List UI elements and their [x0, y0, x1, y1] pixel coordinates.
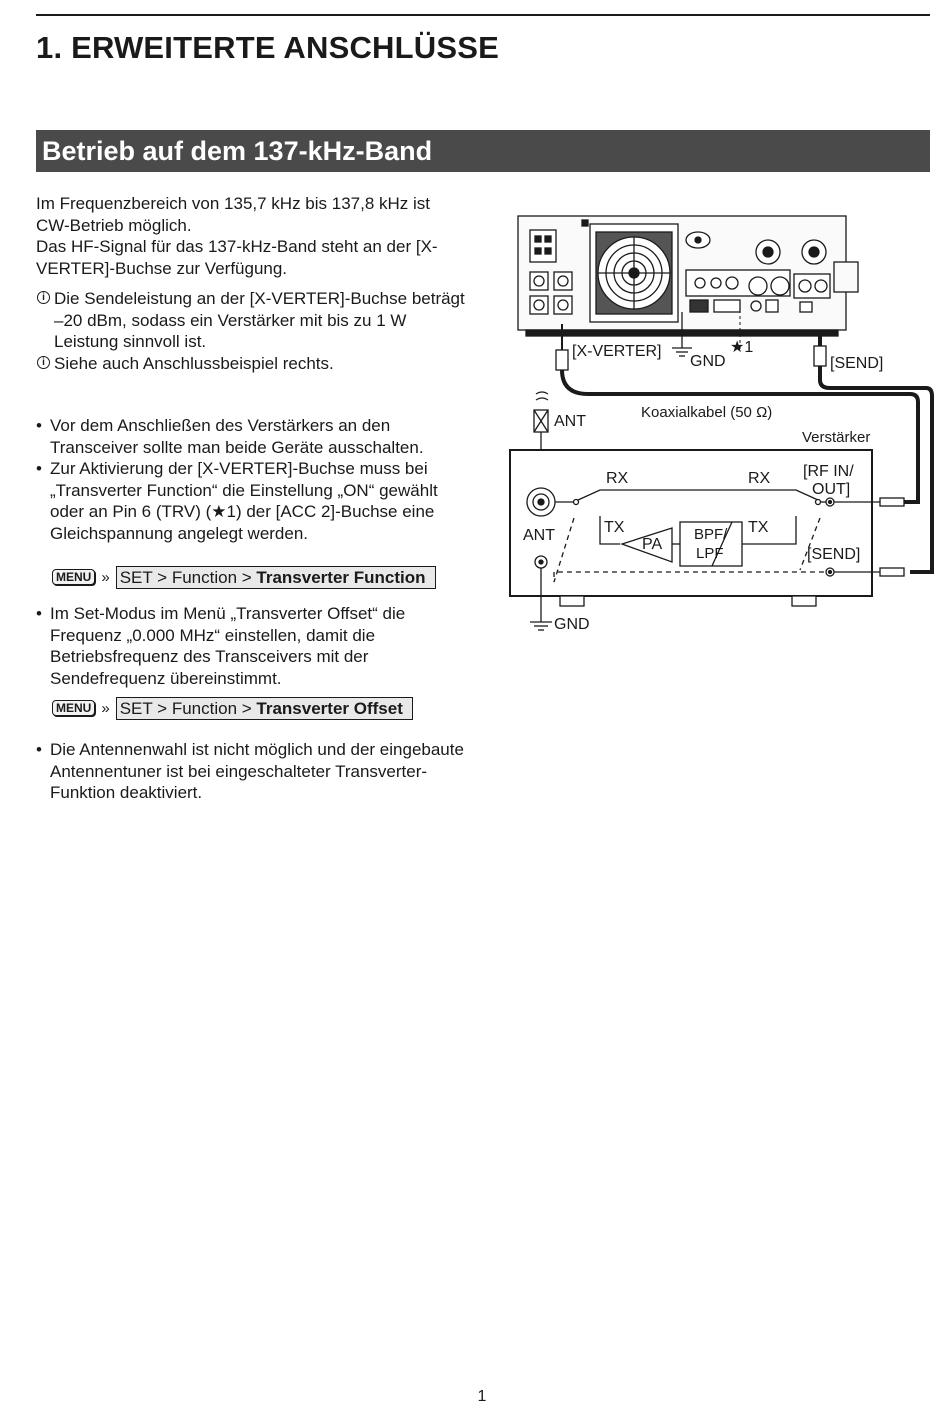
note-item: i Siehe auch Anschlussbeispiel rechts.: [36, 353, 466, 375]
label-bpf: BPF/: [694, 526, 728, 543]
label-rf-out: OUT]: [812, 481, 850, 498]
bullet-list-3: Die Antennenwahl ist nicht möglich und d…: [36, 739, 466, 804]
menu-path-item: Transverter Offset: [256, 698, 403, 718]
menu-path-box: SET > Function > Transverter Offset: [115, 696, 413, 720]
bullet-list-1: Vor dem Anschließen des Verstärkers an d…: [36, 415, 466, 544]
bullet-list-2: Im Set-Modus im Menü „Transverter Offset…: [36, 603, 466, 689]
note-text: Siehe auch Anschlussbeispiel rechts.: [54, 353, 334, 373]
chapter-title: 1. ERWEITERTE ANSCHLÜSSE: [36, 30, 499, 65]
antenna-icon: [533, 391, 549, 460]
notes-list: i Die Sendeleistung an der [X-VERTER]-Bu…: [36, 288, 466, 374]
menu-path-box: SET > Function > Transverter Function: [115, 565, 436, 589]
label-pa: PA: [642, 536, 662, 553]
menu-path-prefix: SET > Function >: [119, 698, 257, 718]
note-text: Die Sendeleistung an der [X-VERTER]-Buch…: [54, 289, 465, 351]
section-title: Betrieb auf dem 137-kHz-Band: [42, 136, 433, 166]
bullet-item: Vor dem Anschließen des Verstärkers an d…: [36, 415, 466, 458]
label-star-1: ★1: [730, 339, 753, 356]
amplifier-box: [509, 449, 905, 631]
label-ant-box: ANT: [523, 527, 555, 544]
menu-path-transverter-offset: MENU » SET > Function > Transverter Offs…: [52, 696, 413, 720]
transceiver-rear-panel: [517, 215, 859, 337]
intro-paragraph-2: Das HF-Signal für das 137-kHz-Band steht…: [36, 237, 438, 278]
label-rx-right: RX: [748, 470, 771, 487]
cable-lines: [555, 304, 934, 574]
bullet-item: Die Antennenwahl ist nicht möglich und d…: [36, 739, 466, 804]
label-tx-left: TX: [604, 519, 625, 536]
connection-diagram: [X-VERTER] GND ★1 [SEND] ANT Koaxialkabe…: [509, 215, 934, 633]
note-item: i Die Sendeleistung an der [X-VERTER]-Bu…: [36, 288, 466, 353]
bullet-item: Zur Aktivierung der [X-VERTER]-Buchse mu…: [36, 458, 466, 544]
top-rule: [36, 14, 930, 16]
label-coax-cable: Koaxialkabel (50 Ω): [641, 404, 772, 421]
label-x-verter: [X-VERTER]: [572, 343, 662, 360]
menu-arrow: »: [101, 568, 110, 586]
label-gnd-bottom: GND: [554, 616, 590, 633]
label-tx-right: TX: [748, 519, 769, 536]
label-rf-in: [RF IN/: [803, 463, 854, 480]
bullet-item: Im Set-Modus im Menü „Transverter Offset…: [36, 603, 466, 689]
intro-text: Im Frequenzbereich von 135,7 kHz bis 137…: [36, 193, 466, 279]
menu-path-prefix: SET > Function >: [119, 567, 257, 587]
info-icon: i: [37, 291, 50, 304]
menu-path-item: Transverter Function: [256, 567, 426, 587]
label-ant-top: ANT: [554, 413, 586, 430]
menu-path-transverter-function: MENU » SET > Function > Transverter Func…: [52, 565, 436, 589]
label-amplifier: Verstärker: [802, 429, 870, 446]
section-header-bar: Betrieb auf dem 137-kHz-Band: [36, 130, 930, 172]
info-icon: i: [37, 355, 50, 369]
menu-arrow: »: [101, 699, 110, 717]
menu-key-icon: MENU: [52, 569, 96, 585]
label-send-box: [SEND]: [807, 546, 860, 563]
label-lpf: LPF: [696, 545, 724, 562]
label-rx-left: RX: [606, 470, 629, 487]
menu-key-icon: MENU: [52, 700, 96, 716]
label-send-top: [SEND]: [830, 355, 883, 372]
page-number: 1: [477, 1388, 487, 1405]
intro-paragraph-1: Im Frequenzbereich von 135,7 kHz bis 137…: [36, 194, 431, 235]
label-gnd-top: GND: [690, 353, 726, 370]
